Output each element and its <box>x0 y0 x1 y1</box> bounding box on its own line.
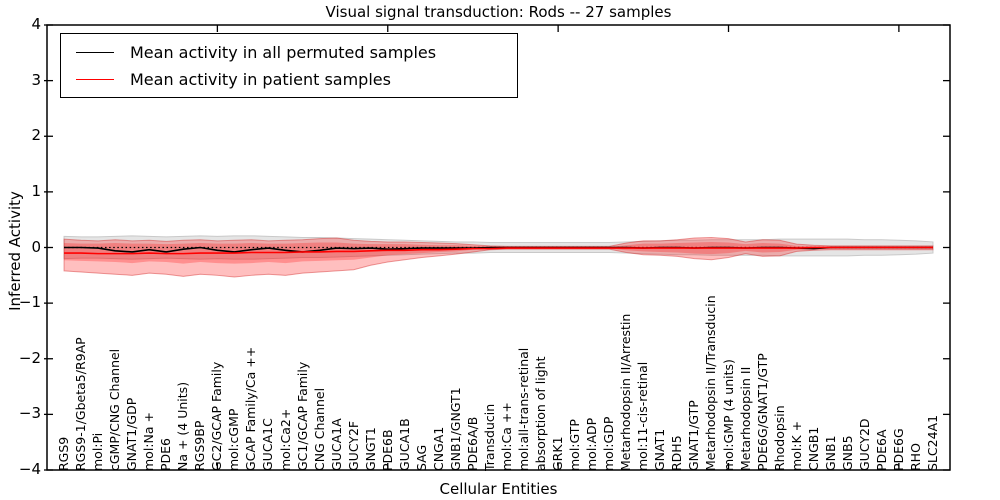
x-tick-label-text: mol:Ca2+ <box>277 408 293 471</box>
x-tick-label-text: mol:all-trans-retinal <box>516 347 532 471</box>
x-tick-label-text: mol:GDP <box>601 416 617 471</box>
x-tick-label-text: Na + (4 Units) <box>175 381 191 471</box>
x-tick-label-text: GNAT1 <box>652 428 668 471</box>
x-tick-label-text: CNGB1 <box>805 426 821 471</box>
x-tick-label-text: Metarhodopsin II/Arrestin <box>618 313 634 471</box>
x-tick-label-text: mol:Ca ++ <box>499 402 515 471</box>
x-tick-label-text: RGS9 <box>56 436 72 471</box>
y-tick-label: 4 <box>31 15 41 33</box>
x-tick-label-text: mol:11-cis-retinal <box>635 361 651 471</box>
x-tick-label-text: PDE6G/GNAT1/GTP <box>754 353 770 471</box>
x-tick-label-text: SLC24A1 <box>924 414 940 471</box>
x-tick-label-text: GNB1/GNGT1 <box>447 387 463 471</box>
x-tick-label-text: CNG Channel <box>311 387 327 471</box>
y-tick-label: 0 <box>31 237 41 256</box>
x-tick-label-text: Metarhodopsin II <box>737 366 753 471</box>
x-tick-label-text: GUCA1B <box>396 418 412 471</box>
x-tick-label-text: absorption of light <box>533 356 549 471</box>
x-tick-label-text: PDE6G <box>890 428 906 471</box>
x-tick-label-text: GRK1 <box>550 436 566 471</box>
x-tick-label-text: RGS9BP <box>192 420 208 471</box>
x-tick-label-text: GC1/GCAP Family <box>294 361 310 471</box>
x-tick-label-text: RGS9-1/Gbeta5/R9AP <box>73 337 89 471</box>
x-axis-label: Cellular Entities <box>439 480 558 498</box>
legend-label-patient: Mean activity in patient samples <box>130 69 391 89</box>
x-tick-label-text: GNAT1/GTP <box>686 400 702 471</box>
x-tick-label-text: PDE6A <box>873 429 889 471</box>
x-tick-label-text: GCAP Family/Ca ++ <box>243 346 259 471</box>
y-tick-label: 1 <box>31 181 41 200</box>
x-tick-label-text: Rhodopsin <box>771 405 787 471</box>
legend: Mean activity in all permuted samples Me… <box>60 33 518 98</box>
patient-line-icon <box>76 78 114 80</box>
x-tick-label-text: Transducin <box>481 403 497 471</box>
x-tick-label-text: PDE6 <box>158 437 174 471</box>
x-tick-label-text: Metarhodopsin II/Transducin <box>703 295 719 471</box>
permuted-line-icon <box>76 51 114 53</box>
y-tick-label: −1 <box>18 293 41 312</box>
x-tick-label-text: mol:K + <box>788 420 804 471</box>
x-tick-label-text: GNB5 <box>839 435 855 471</box>
chart-title: Visual signal transduction: Rods -- 27 s… <box>325 3 672 21</box>
x-tick-label-text: GUCY2F <box>345 420 361 471</box>
y-tick-label: −3 <box>18 404 41 423</box>
x-tick-label-text: PDE6A/B <box>464 416 480 471</box>
x-tick-label-text: GNAT1/GDP <box>124 397 140 471</box>
legend-item-patient: Mean activity in patient samples <box>61 69 517 89</box>
y-tick-label: −2 <box>18 348 41 367</box>
x-tick-label-text: mol:Pi <box>90 432 106 471</box>
x-tick-label-text: cGMP/CNG Channel <box>107 348 123 471</box>
x-tick-label-text: GUCY2D <box>856 418 872 471</box>
x-tick-label-text: GNB1 <box>822 435 838 471</box>
x-tick-label-text: mol:cGMP <box>226 408 242 471</box>
legend-label-permuted: Mean activity in all permuted samples <box>130 42 437 62</box>
legend-item-permuted: Mean activity in all permuted samples <box>61 42 517 62</box>
x-tick-label-text: GUCA1C <box>260 418 276 471</box>
y-tick-label: 2 <box>31 126 41 145</box>
x-tick-label-text: GNGT1 <box>362 427 378 471</box>
x-tick-label-text: mol:ADP <box>584 417 600 471</box>
x-tick-label-text: mol:Na + <box>141 412 157 471</box>
x-tick-label-text: SAG <box>413 444 429 471</box>
x-tick-label-text: RHO <box>907 443 923 471</box>
x-tick-label-text: mol:GTP <box>567 419 583 471</box>
x-tick-label-text: GUCA1A <box>328 418 344 471</box>
x-tick-label-text: PDE6B <box>379 429 395 471</box>
x-tick-label-text: mol:GMP (4 units) <box>720 359 736 471</box>
x-tick-label-text: GC2/GCAP Family <box>209 361 225 471</box>
x-tick-label-text: CNGA1 <box>430 426 446 471</box>
patient-mean-line <box>64 246 933 255</box>
x-tick-label-text: RDH5 <box>669 435 685 471</box>
y-tick-label: 3 <box>31 70 41 89</box>
y-tick-label: −4 <box>18 460 41 478</box>
